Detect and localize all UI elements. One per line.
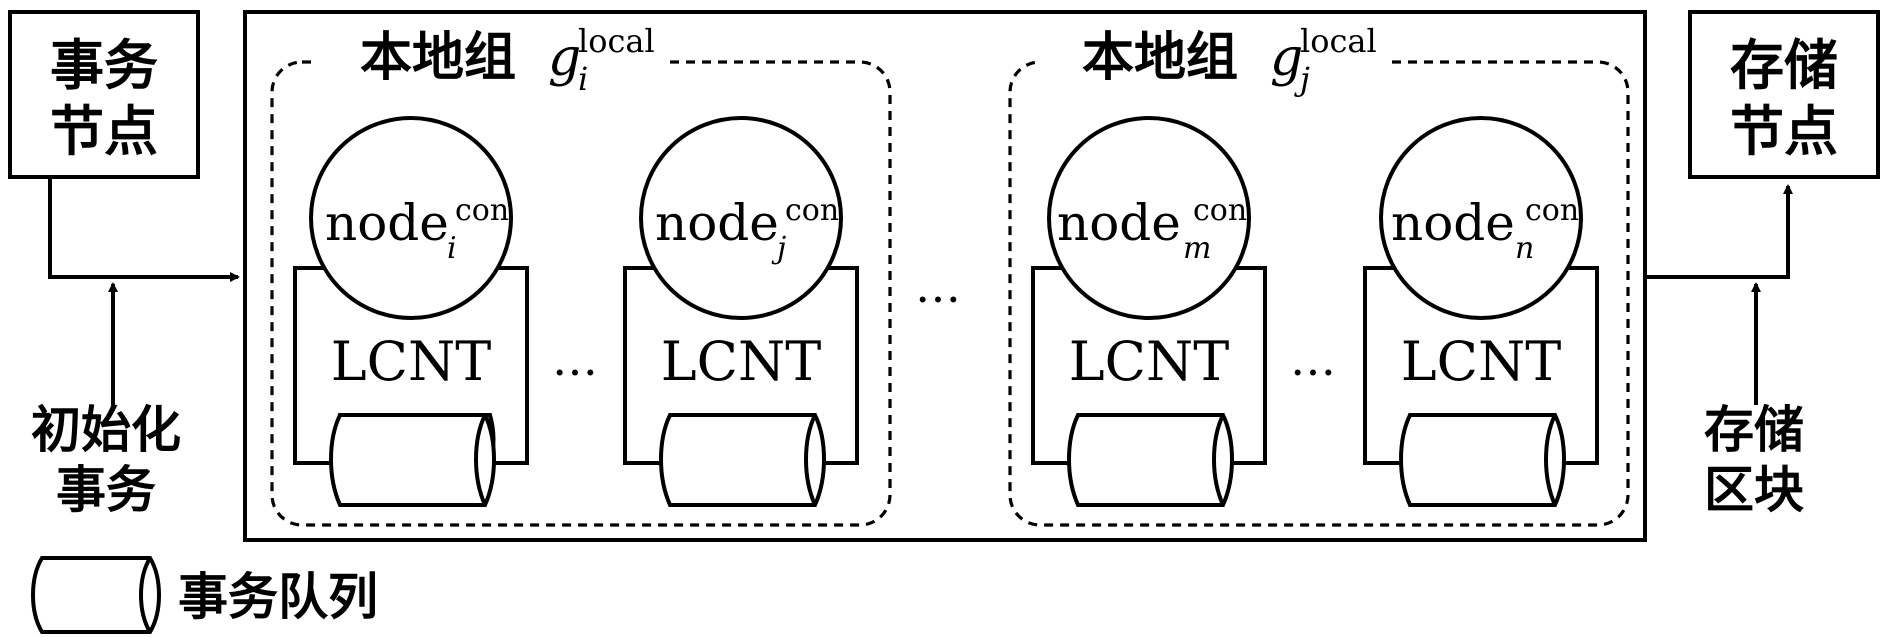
consensus-node-m-base: node: [1057, 194, 1181, 252]
storage-node: 存储 节点: [1688, 10, 1880, 179]
legend-label: 事务队列: [178, 568, 378, 626]
local-group-i-label: 本地组 g local i: [318, 20, 670, 98]
local-group-j-title: 本地组: [1082, 28, 1238, 88]
consensus-node-m-sup: con: [1193, 193, 1247, 228]
transaction-queue-icon: [329, 413, 496, 507]
local-group-j-var: g: [1270, 28, 1303, 88]
consensus-node-i: node con i LCNT: [293, 116, 529, 507]
consensus-node-m-sub: m: [1183, 231, 1211, 266]
storage-node-label-2: 节点: [1730, 100, 1838, 163]
transaction-queue-icon: [1067, 413, 1234, 507]
consensus-node-j-base: node: [655, 194, 779, 252]
ellipsis-group-j: …: [1290, 332, 1336, 386]
local-group-i-sup: local: [578, 22, 655, 60]
consensus-node-n: node con n LCNT: [1363, 116, 1599, 507]
ellipsis-between-groups: …: [915, 259, 961, 313]
consensus-node-n-sub: n: [1515, 231, 1534, 266]
transaction-node-label-1: 事务: [50, 34, 158, 97]
init-tx-label-1: 初始化: [31, 401, 181, 459]
local-group-i-title: 本地组: [360, 28, 516, 88]
local-group-j-label: 本地组 g local j: [1040, 20, 1392, 98]
consensus-node-j: node con j LCNT: [623, 116, 859, 507]
consensus-node-n-lcnt: LCNT: [1401, 330, 1561, 393]
transaction-queue-icon: [1399, 413, 1566, 507]
consensus-node-i-base: node: [325, 194, 449, 252]
tx-to-system-arrow: [48, 177, 240, 282]
consensus-node-i-sub: i: [447, 231, 457, 266]
legend: 事务队列: [31, 556, 378, 634]
consensus-node-i-lcnt: LCNT: [331, 330, 491, 393]
transaction-node-label-2: 节点: [50, 100, 158, 163]
transaction-node: 事务 节点: [8, 10, 200, 179]
consensus-node-i-sup: con: [455, 193, 509, 228]
storage-node-label-1: 存储: [1730, 34, 1838, 97]
local-group-j-sup: local: [1300, 22, 1377, 60]
store-block-label-2: 区块: [1704, 461, 1804, 519]
init-tx-label-2: 事务: [56, 461, 156, 519]
consensus-node-m: node con m LCNT: [1031, 116, 1267, 507]
consensus-node-n-sup: con: [1525, 193, 1579, 228]
consensus-node-n-base: node: [1391, 194, 1515, 252]
consensus-node-m-lcnt: LCNT: [1069, 330, 1229, 393]
consensus-node-j-sup: con: [785, 193, 839, 228]
transaction-queue-icon: [659, 413, 826, 507]
local-group-i-var: g: [548, 28, 581, 88]
local-group-i-sub: i: [578, 60, 588, 98]
store-block-label-1: 存储: [1704, 401, 1804, 459]
ellipsis-group-i: …: [552, 332, 598, 386]
system-to-storage-arrow: [1645, 184, 1793, 279]
consensus-node-j-lcnt: LCNT: [661, 330, 821, 393]
